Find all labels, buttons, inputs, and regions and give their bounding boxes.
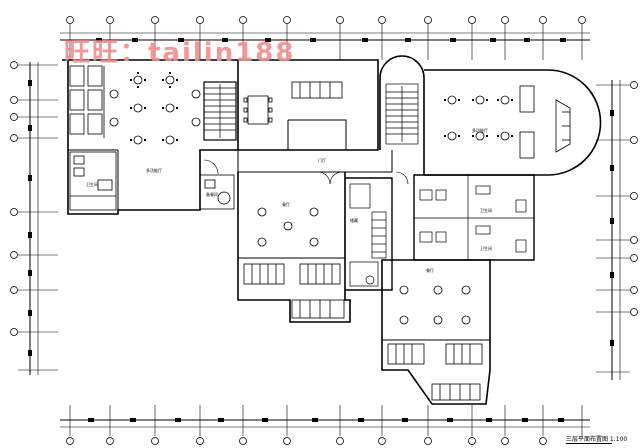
middle-dining-walls <box>237 172 351 323</box>
central-conference-table <box>243 95 273 125</box>
right-grid-bubbles <box>630 81 638 316</box>
drawing-title: 三层平面布置图 1:100 <box>566 434 628 444</box>
west-wc-block <box>69 151 117 211</box>
southeast-booths <box>387 343 483 401</box>
label-middle-dining-hall: 餐厅 <box>282 201 290 207</box>
west-table-chairs <box>130 72 178 141</box>
label-wc-center: 卫生间 <box>480 207 492 213</box>
service-core <box>345 177 393 291</box>
label-stair-store: 储藏 <box>350 217 358 223</box>
west-stairs <box>203 81 237 141</box>
southeast-round-tables <box>399 285 471 325</box>
label-central-hall: 门厅 <box>318 157 326 163</box>
right-dimension-line <box>596 80 630 380</box>
bottom-dimension-line <box>60 405 590 436</box>
label-kitchen-prep: 备餐间 <box>206 191 218 197</box>
east-round-tables <box>447 95 510 141</box>
drawing-title-underline <box>566 443 612 444</box>
central-lounge-sofa <box>291 81 343 99</box>
middle-booths <box>243 263 345 319</box>
middle-round-tables <box>257 207 319 247</box>
room-labels: 多功能厅 多功能厅 门厅 餐厅 餐厅 卫生间 卫生间 卫生间 备餐间 储藏 <box>86 127 492 273</box>
west-wing-walls <box>62 59 239 215</box>
west-round-tables <box>109 75 201 145</box>
east-booth-seating <box>519 85 571 159</box>
east-wing-walls <box>423 69 602 176</box>
label-east-dining-hall: 多功能厅 <box>472 127 488 133</box>
east-table-chairs <box>444 99 513 137</box>
label-wc-west: 卫生间 <box>86 181 98 187</box>
southeast-dining-walls <box>381 259 491 405</box>
central-walls <box>237 59 393 173</box>
top-grid-bubbles <box>66 16 586 24</box>
label-wc-east: 卫生间 <box>480 245 492 251</box>
left-grid-bubbles <box>10 61 18 336</box>
west-booth-seating <box>69 65 105 138</box>
west-lobby-fixture <box>199 174 235 210</box>
left-dimension-line <box>18 62 58 375</box>
east-wc-block <box>413 174 535 261</box>
bottom-grid-bubbles <box>66 437 547 445</box>
watermark-text: 旺旺：tailin188 <box>64 38 296 68</box>
drawing-title-text: 三层平面布置图 1:100 <box>566 436 628 443</box>
label-southeast-dining-hall: 餐厅 <box>426 267 434 273</box>
label-west-dining-hall: 多功能厅 <box>146 167 162 173</box>
central-doors <box>203 159 409 185</box>
stair-tower <box>379 55 425 150</box>
top-dimension-line <box>60 24 590 60</box>
